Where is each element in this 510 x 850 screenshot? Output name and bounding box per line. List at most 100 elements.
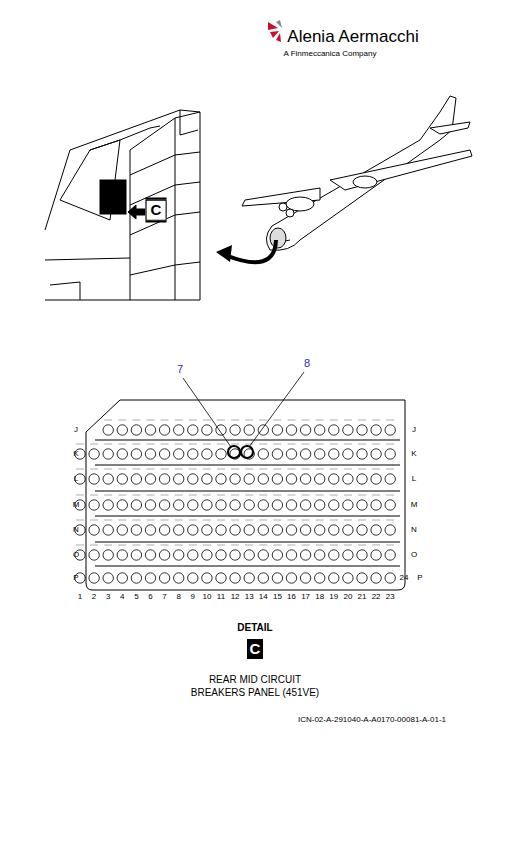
marking-stroke [358,420,366,421]
panel-index: 20 [343,593,352,602]
breaker [343,550,353,560]
marking-stroke [175,420,183,421]
breaker [371,573,381,583]
breaker [131,474,141,484]
marking-stroke [90,444,98,445]
breaker [131,550,141,560]
marking-stroke [358,495,366,496]
marking-stroke [132,444,140,445]
marking-stroke [161,420,169,421]
marking-stroke [273,444,281,445]
marking-stroke [330,495,338,496]
marking-stroke [76,520,84,521]
breaker [329,425,339,435]
cockpit-view [45,110,200,300]
marking-stroke [231,444,239,445]
leader-lines [183,372,304,447]
breaker [258,550,268,560]
panel-index: 19 [329,593,338,602]
marking-stroke [189,495,197,496]
breaker [117,425,127,435]
breaker [300,474,310,484]
marking-stroke [386,420,394,421]
breaker [216,500,226,510]
panel-index: 11 [217,593,225,602]
label-text: DETAIL [237,622,272,633]
panel-index: 18 [315,593,324,602]
marking-stroke [231,495,239,496]
breaker [385,425,395,435]
logo-mark [268,20,282,42]
label-text: A Finmeccanica Company [284,50,377,59]
breaker [385,525,395,535]
panel-index: 1 [78,593,82,602]
marking-stroke [161,444,169,445]
breaker [371,525,381,535]
breaker [89,573,99,583]
marking-stroke [330,545,338,546]
panel-index: J [74,426,78,435]
panel-index: L [74,475,78,484]
breaker [131,573,141,583]
panel-index: P [417,574,422,583]
marking-stroke [302,520,310,521]
breaker [272,525,282,535]
breaker [272,425,282,435]
panel-index: 16 [287,593,296,602]
breaker [230,474,240,484]
breaker [103,525,113,535]
breaker [131,425,141,435]
panel-index: 10 [202,593,211,602]
breaker [300,449,310,459]
breaker [103,474,113,484]
marking-stroke [161,495,169,496]
marking-stroke [316,495,324,496]
breaker [329,525,339,535]
marking-stroke [90,545,98,546]
marking-stroke [288,444,296,445]
aircraft [242,96,472,250]
breaker [117,573,127,583]
marking-stroke [118,444,126,445]
breaker [202,449,212,459]
breaker [385,474,395,484]
breaker [145,525,155,535]
breaker [216,449,226,459]
marking-stroke [161,520,169,521]
marking-stroke [231,545,239,546]
marking-stroke [273,495,281,496]
breaker [385,550,395,560]
marking-stroke [147,495,155,496]
marking-stroke [344,495,352,496]
panel-index: 13 [245,593,254,602]
marking-stroke [259,469,267,470]
marking-stroke [175,495,183,496]
breaker [145,550,155,560]
breaker [188,525,198,535]
marking-stroke [273,545,281,546]
breaker [145,474,155,484]
marking-stroke [147,545,155,546]
marking-stroke [344,520,352,521]
marking-stroke [288,495,296,496]
marking-stroke [175,520,183,521]
marking-stroke [104,420,112,421]
marking-stroke [217,495,225,496]
breaker [244,425,254,435]
marking-stroke [302,444,310,445]
breaker [244,500,254,510]
callout-number: 8 [304,357,310,369]
marking-stroke [372,520,380,521]
breaker [117,449,127,459]
breaker [188,425,198,435]
breaker [315,525,325,535]
breaker [202,474,212,484]
breaker [286,474,296,484]
marking-stroke [344,444,352,445]
breaker [89,500,99,510]
panel-index: 22 [372,593,381,602]
marking-stroke [316,444,324,445]
breaker [230,550,240,560]
breaker [145,425,155,435]
panel-index: 8 [176,593,180,602]
